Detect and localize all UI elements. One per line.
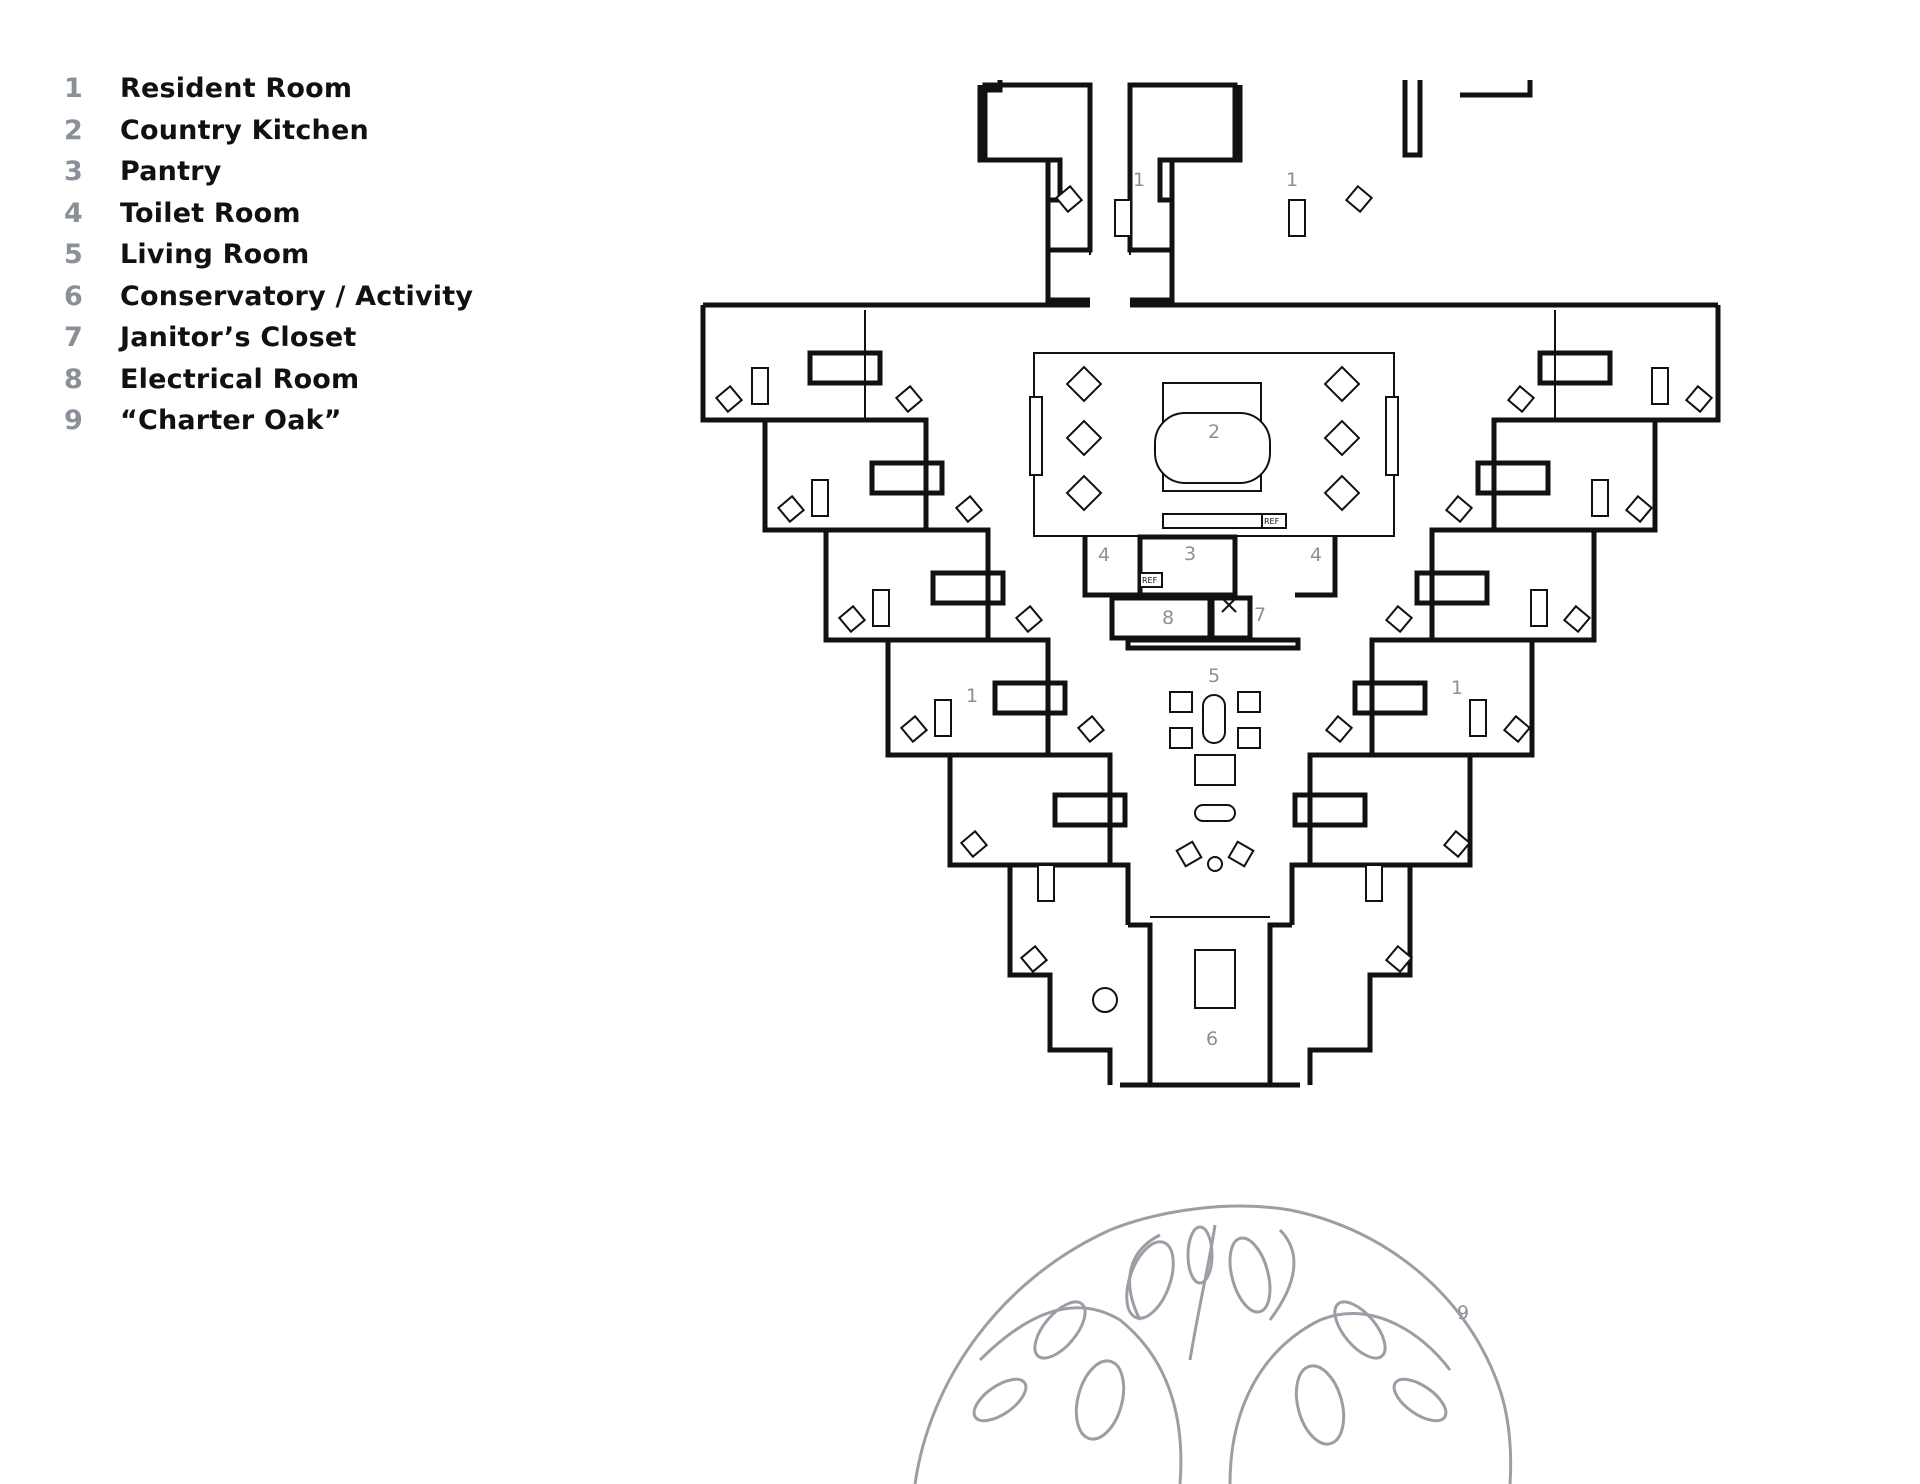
legend-number: 7 xyxy=(64,322,83,354)
ref-label: REF xyxy=(1142,576,1158,585)
bathrooms xyxy=(807,350,1613,828)
conservatory xyxy=(1092,916,1300,1088)
legend-row: 1 Resident Room xyxy=(64,68,473,110)
dining-tables-right xyxy=(1323,365,1361,512)
legend-label: Electrical Room xyxy=(120,363,360,395)
legend-number: 1 xyxy=(64,73,83,105)
legend-label: Resident Room xyxy=(120,73,353,105)
room-number: 3 xyxy=(1184,543,1196,565)
legend-row: 4 Toilet Room xyxy=(64,193,473,235)
legend-label: Living Room xyxy=(120,239,310,271)
legend-label: “Charter Oak” xyxy=(120,405,342,437)
room-number: 1 xyxy=(1133,169,1145,191)
room-number: 5 xyxy=(1208,665,1220,687)
north-wing xyxy=(977,80,1533,303)
legend-number: 2 xyxy=(64,114,83,146)
legend-row: 2 Country Kitchen xyxy=(64,110,473,152)
room-number: 4 xyxy=(1310,544,1322,566)
ref-label: REF xyxy=(1264,517,1280,526)
room-furniture xyxy=(714,184,1714,974)
room-number: 1 xyxy=(1286,169,1298,191)
legend-row: 9 “Charter Oak” xyxy=(64,400,473,442)
legend-label: Janitor’s Closet xyxy=(120,322,357,354)
room-number: 2 xyxy=(1208,421,1220,443)
room-number: 8 xyxy=(1162,607,1174,629)
legend-label: Conservatory / Activity xyxy=(120,280,474,312)
legend-number: 4 xyxy=(64,197,83,229)
room-number: 1 xyxy=(966,685,978,707)
room-number: 1 xyxy=(1451,677,1463,699)
legend-number: 9 xyxy=(64,405,83,437)
room-number: 6 xyxy=(1206,1028,1218,1050)
room-number: 4 xyxy=(1098,544,1110,566)
room-number: 9 xyxy=(1457,1302,1469,1324)
legend-row: 8 Electrical Room xyxy=(64,359,473,401)
legend-row: 5 Living Room xyxy=(64,234,473,276)
legend-row: 3 Pantry xyxy=(64,151,473,193)
service-core: REF xyxy=(1082,534,1338,651)
legend-row: 7 Janitor’s Closet xyxy=(64,317,473,359)
living-room xyxy=(1169,691,1261,872)
room-numbers: 1 1 1 1 2 3 4 4 5 6 7 8 9 xyxy=(966,169,1469,1324)
dining-tables-left xyxy=(1065,365,1103,512)
legend-number: 5 xyxy=(64,239,83,271)
legend-row: 6 Conservatory / Activity xyxy=(64,276,473,318)
room-number: 7 xyxy=(1254,604,1266,626)
legend-label: Country Kitchen xyxy=(120,114,369,146)
legend-number: 8 xyxy=(64,363,83,395)
legend-number: 6 xyxy=(64,280,83,312)
building-outline xyxy=(700,302,1721,1085)
legend-label: Toilet Room xyxy=(120,197,301,229)
legend-label: Pantry xyxy=(120,156,222,188)
country-kitchen: REF xyxy=(1029,352,1399,537)
charter-oak-tree xyxy=(913,1204,1513,1484)
legend-number: 3 xyxy=(64,156,83,188)
